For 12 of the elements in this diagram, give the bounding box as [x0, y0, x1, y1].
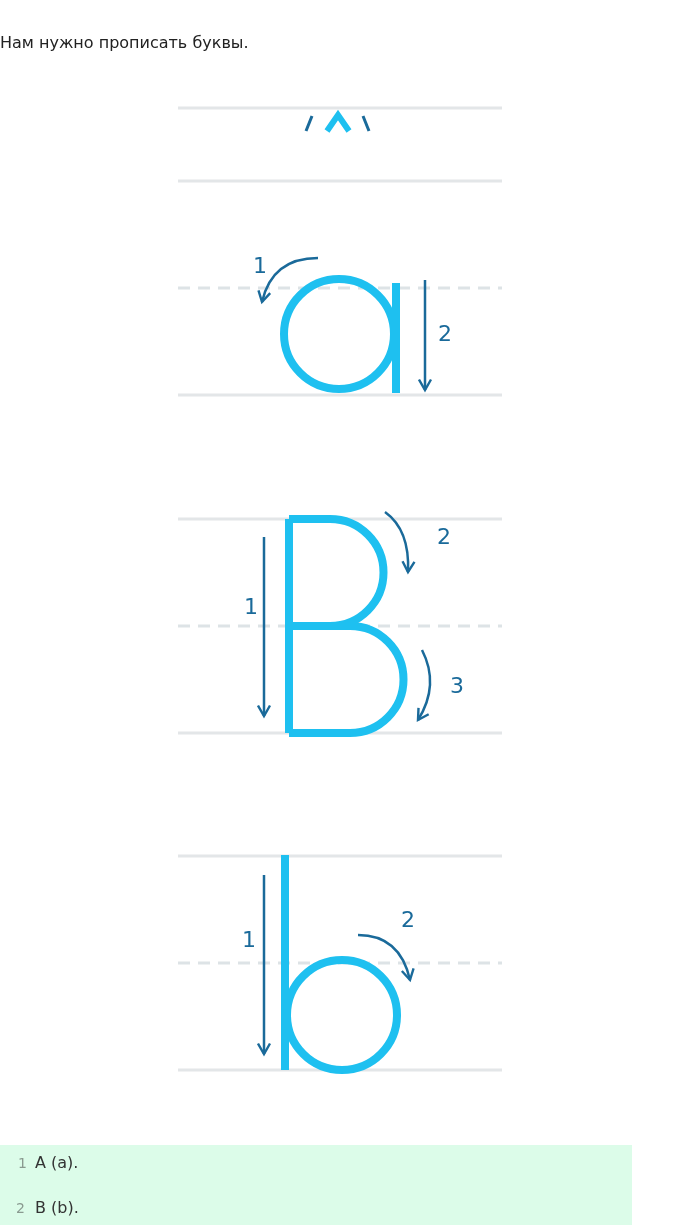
- step-number: 1: [242, 929, 256, 951]
- answer-text: A (a).: [35, 1155, 79, 1171]
- step-number: 2: [401, 909, 415, 931]
- list-number: 1: [18, 1156, 27, 1170]
- answer-text: B (b).: [35, 1200, 79, 1216]
- step-number: 3: [450, 675, 464, 697]
- instruction-text: Нам нужно прописать буквы.: [0, 35, 249, 51]
- step-number: 2: [437, 526, 451, 548]
- step-number: 2: [438, 323, 452, 345]
- step-number: 1: [253, 255, 267, 277]
- list-number: 2: [16, 1201, 25, 1215]
- step-number: 1: [244, 596, 258, 618]
